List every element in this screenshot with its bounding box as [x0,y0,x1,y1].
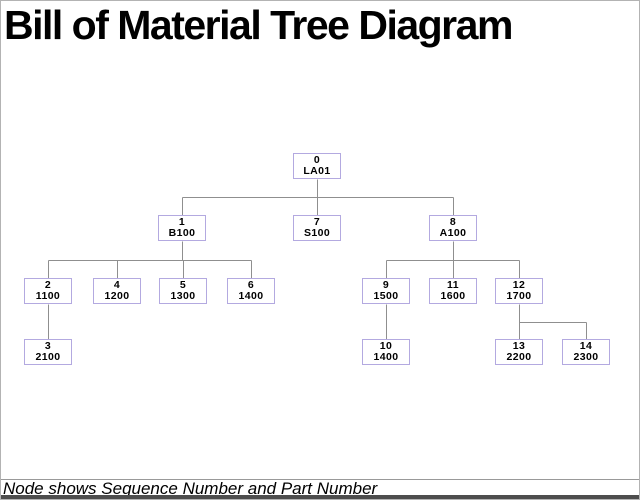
node-part-number: LA01 [303,165,331,177]
node-sequence-number: 8 [449,215,457,228]
bottom-bar [1,495,639,499]
node-sequence-number: 12 [512,278,526,291]
footer-note: Node shows Sequence Number and Part Numb… [3,479,378,498]
node-part-number: A100 [439,227,467,239]
node-sequence-number: 10 [379,339,393,352]
node-sequence-number: 14 [579,339,593,352]
node-sequence-number: 2 [44,278,52,291]
node-sequence-number: 7 [313,215,321,228]
node-part-number: 1500 [373,290,399,302]
node-part-number: 2200 [506,351,532,363]
node-part-number: B100 [168,227,196,239]
node-part-number: 1200 [104,290,130,302]
node-sequence-number: 5 [179,278,187,291]
node-part-number: S100 [303,227,331,239]
footer-divider [1,479,639,480]
node-sequence-number: 6 [247,278,255,291]
node-part-number: 1300 [170,290,196,302]
node-part-number: 1400 [373,351,399,363]
page-title: Bill of Material Tree Diagram [4,2,513,48]
node-part-number: 1400 [238,290,264,302]
node-sequence-number: 4 [113,278,121,291]
node-sequence-number: 9 [382,278,390,291]
node-part-number: 2100 [35,351,61,363]
node-part-number: 1100 [35,290,61,302]
node-sequence-number: 11 [447,278,459,291]
node-part-number: 2300 [573,351,599,363]
node-sequence-number: 0 [313,153,321,166]
node-sequence-number: 13 [512,339,526,352]
node-sequence-number: 3 [44,339,52,352]
node-sequence-number: 1 [178,215,186,228]
node-part-number: 1600 [440,290,466,302]
node-part-number: 1700 [506,290,532,302]
